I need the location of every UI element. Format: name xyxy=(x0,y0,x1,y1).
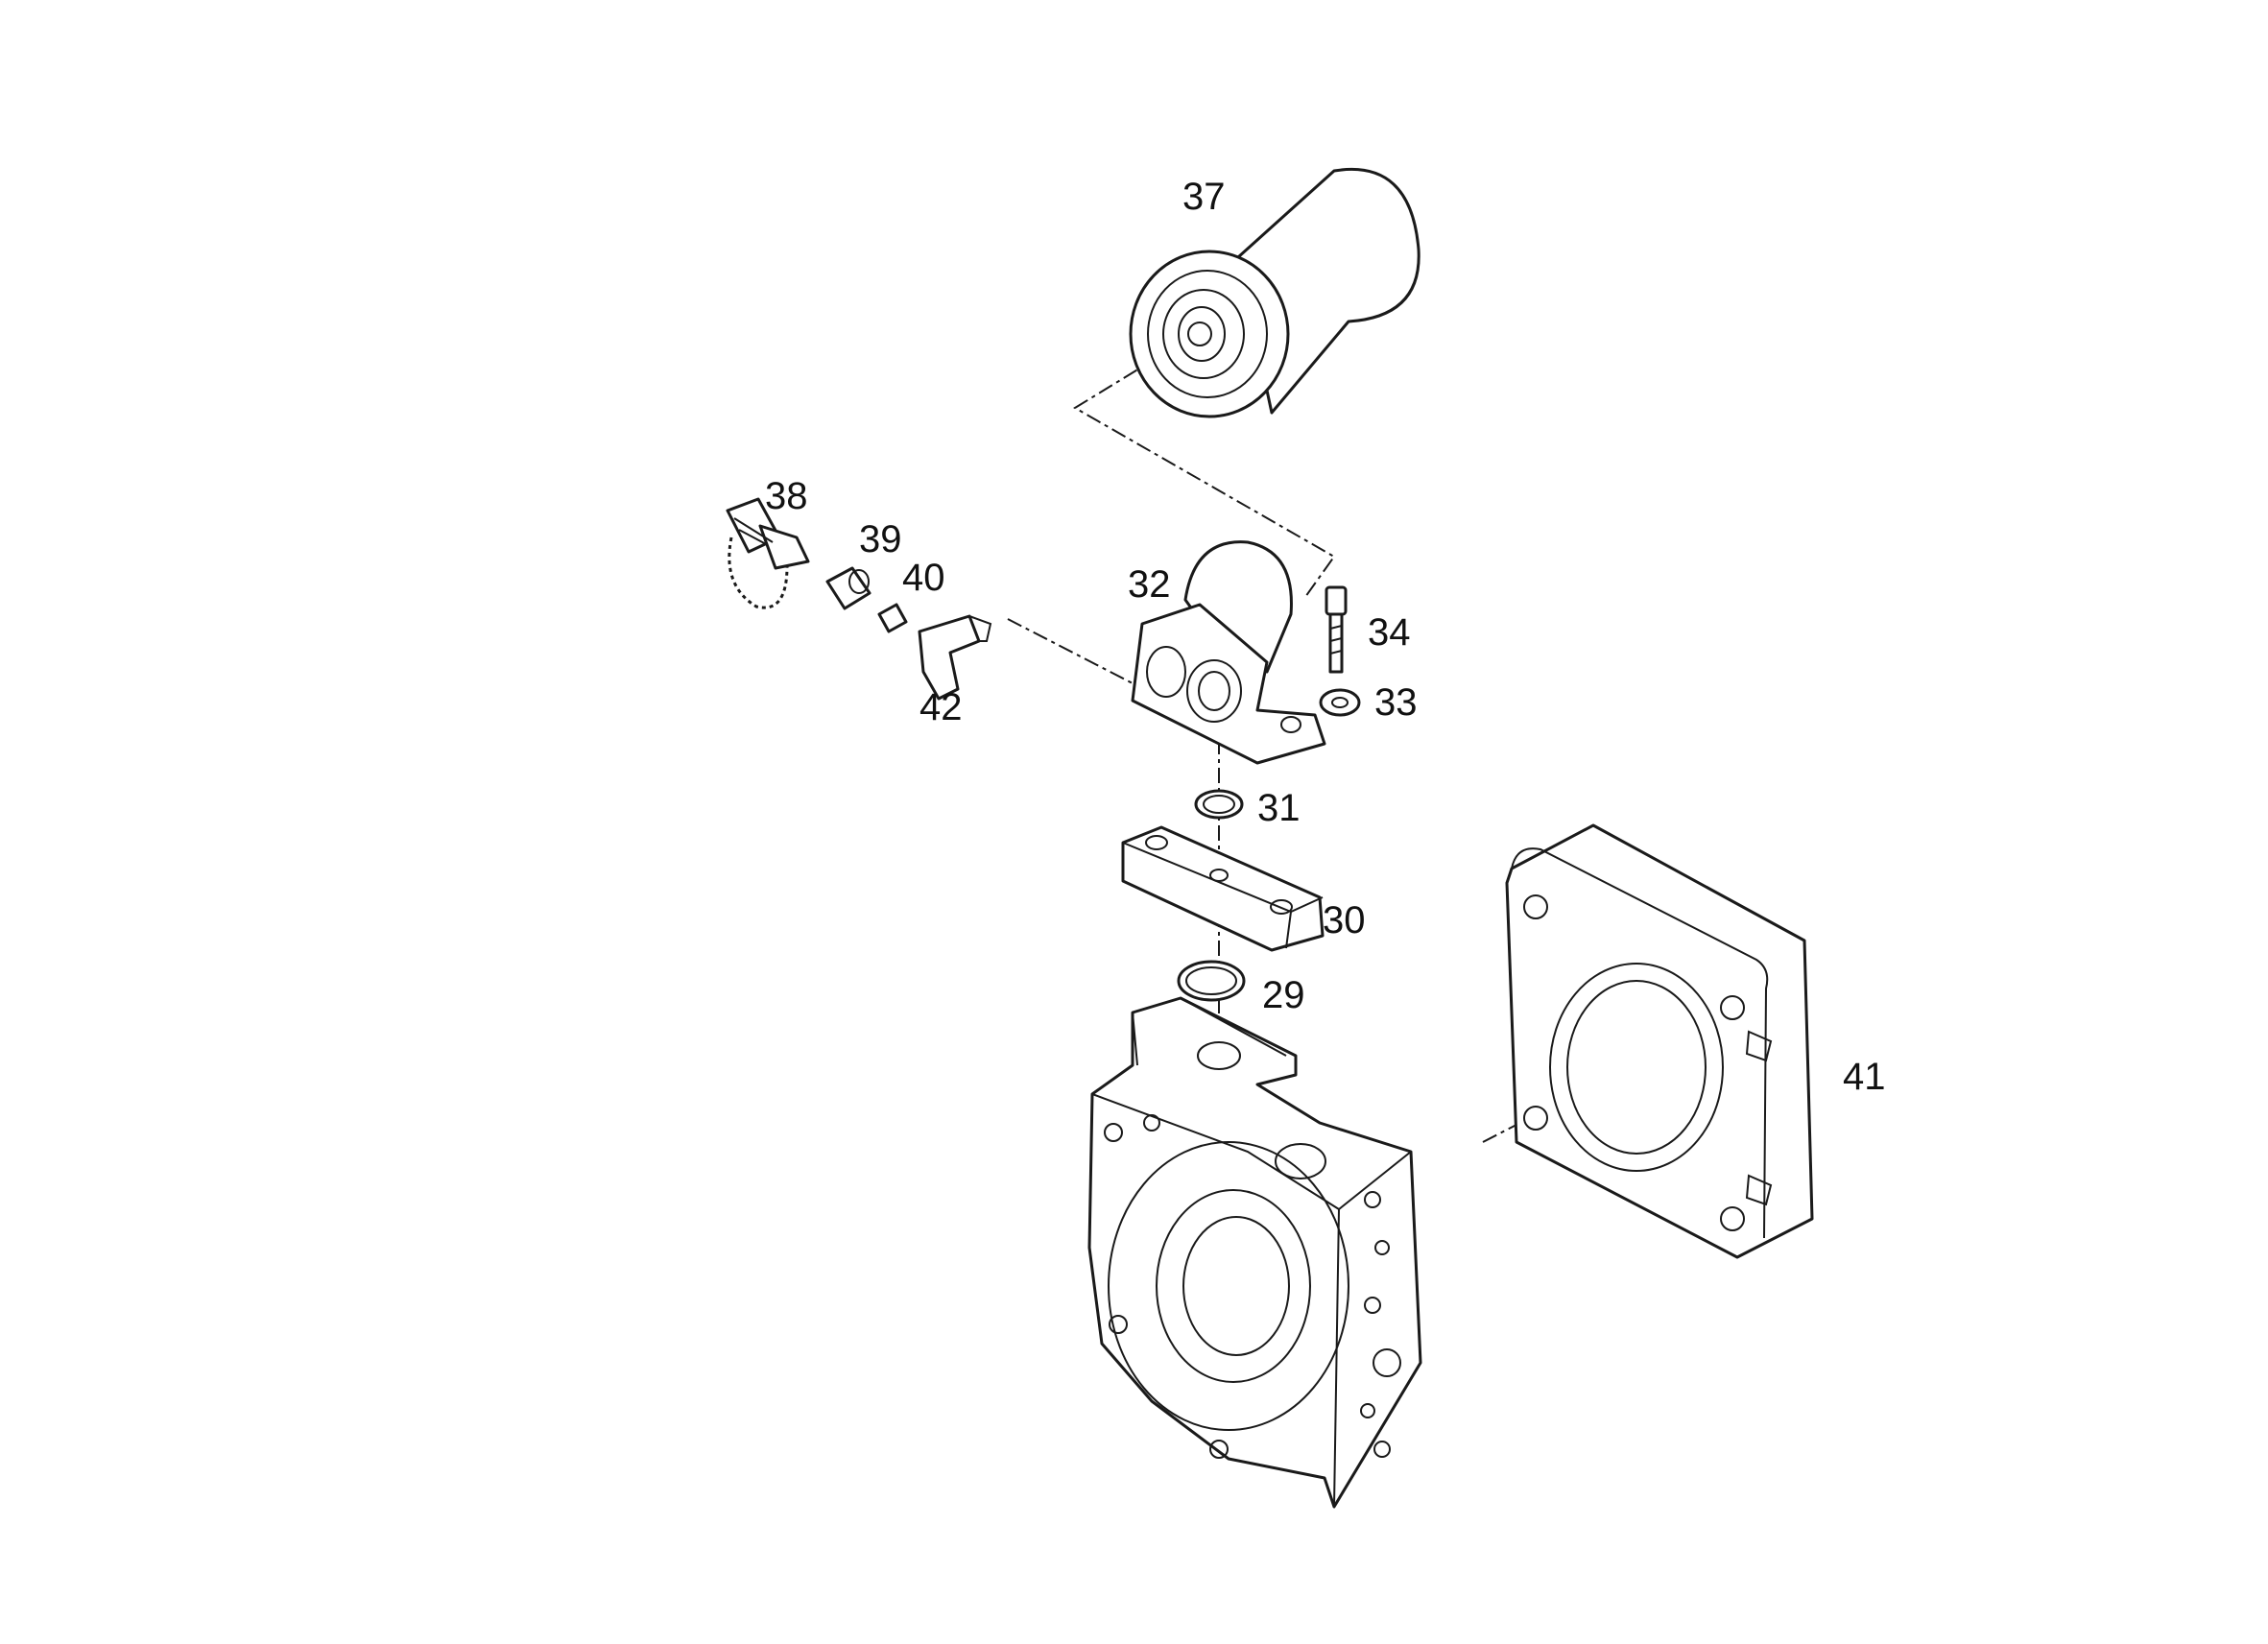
callout-40: 40 xyxy=(902,557,945,599)
callout-29: 29 xyxy=(1262,974,1305,1016)
part-34-cap-screw xyxy=(1325,585,1348,674)
part-39-nut xyxy=(825,566,871,610)
part-38-quick-coupling xyxy=(726,497,810,609)
callout-30: 30 xyxy=(1323,899,1366,941)
part-40-plug xyxy=(877,603,908,633)
callout-41: 41 xyxy=(1843,1056,1886,1098)
part-29-o-ring xyxy=(1177,960,1246,1002)
callout-39: 39 xyxy=(859,518,902,560)
part-37-filter-cartridge xyxy=(1129,168,1420,418)
callout-31: 31 xyxy=(1257,787,1301,829)
callout-42: 42 xyxy=(919,686,963,728)
pump-housing xyxy=(1087,996,1422,1509)
callout-38: 38 xyxy=(765,475,808,517)
part-30-adapter-plate xyxy=(1121,825,1325,952)
part-41-flange-plate xyxy=(1505,823,1814,1259)
callout-34: 34 xyxy=(1368,611,1411,654)
part-33-washer xyxy=(1319,688,1361,717)
callout-32: 32 xyxy=(1128,563,1171,606)
callout-33: 33 xyxy=(1374,681,1418,724)
callout-labels: 37 38 39 40 42 32 34 33 31 30 29 41 xyxy=(765,176,1886,1098)
part-31-o-ring xyxy=(1194,789,1244,820)
part-42-elbow-fitting xyxy=(918,614,992,701)
callout-37: 37 xyxy=(1182,176,1226,218)
part-32-filter-head xyxy=(1131,540,1326,765)
